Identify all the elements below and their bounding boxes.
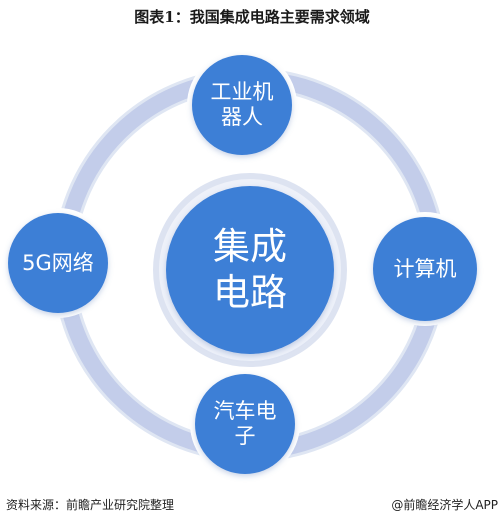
node-left-label: 5G网络 [22, 250, 94, 275]
node-top-circle [192, 55, 292, 155]
node-bottom-label: 汽车电子 [213, 399, 277, 448]
figure-title: 图表1：我国集成电路主要需求领域 [134, 8, 370, 26]
node-bottom-circle [195, 374, 295, 474]
node-top: 工业机器人 [192, 55, 292, 155]
node-right-label: 计算机 [393, 256, 457, 281]
center-circle [166, 186, 334, 354]
node-left: 5G网络 [8, 213, 108, 313]
center-node-label: 集成电路 [213, 224, 287, 314]
source-note: 资料来源：前瞻产业研究院整理 [6, 498, 175, 512]
node-left-circle [8, 213, 108, 313]
node-right: 计算机 [373, 217, 477, 321]
credit-note: @前瞻经济学人APP [391, 498, 498, 512]
node-bottom: 汽车电子 [195, 374, 295, 474]
node-right-circle [373, 217, 477, 321]
center-node: 集成电路 [166, 186, 334, 354]
node-top-label: 工业机器人 [210, 80, 274, 129]
